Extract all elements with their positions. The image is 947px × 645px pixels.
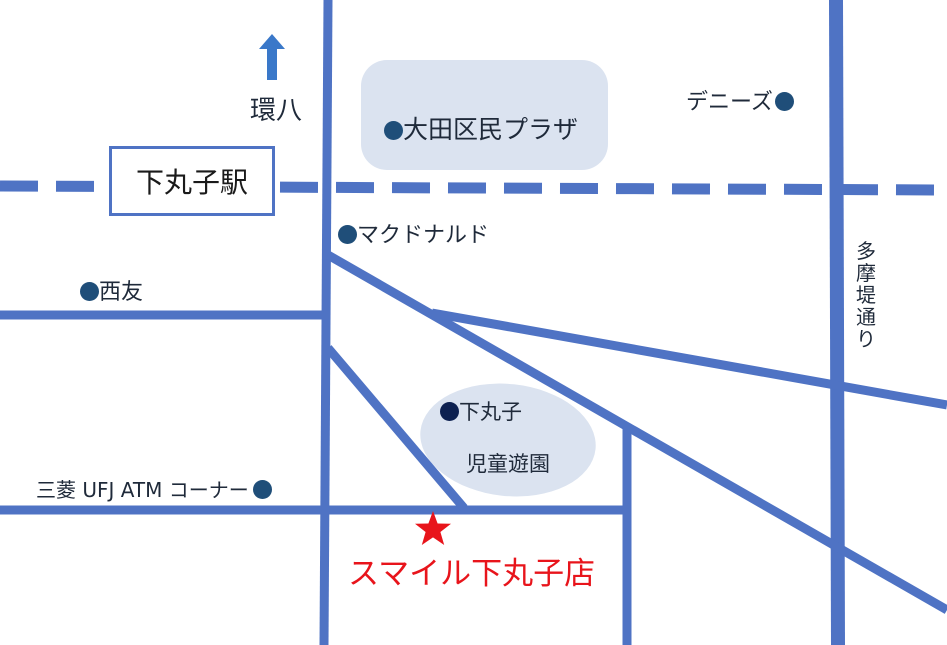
poi-dennys: デニーズ (686, 84, 794, 116)
seiyu-label: 西友 (99, 280, 144, 305)
road-kanpachi (319, 0, 333, 645)
store-label: スマイル下丸子店 (348, 556, 596, 592)
tamatsutsumi-label: 多摩堤通り (856, 239, 876, 351)
poi-park: 下丸子 (440, 396, 522, 426)
dot-icon (80, 282, 99, 301)
station-box: 下丸子駅 (109, 146, 275, 216)
mcdonalds-label: マクドナルド (357, 223, 490, 248)
railway-line (0, 180, 947, 196)
arrow-up-icon (259, 34, 285, 80)
poi-seiyu: 西友 (80, 274, 143, 306)
dot-icon (384, 121, 403, 140)
atm-label: 三菱 UFJ ATM コーナー (36, 478, 249, 502)
dot-icon (440, 402, 459, 421)
park-area (420, 383, 596, 497)
plaza-label: 大田区民プラザ (403, 115, 579, 144)
dennys-label: デニーズ (686, 90, 773, 115)
north-label: 環八 (250, 96, 303, 126)
station-label: 下丸子駅 (135, 166, 248, 199)
park-label-line2: 児童遊園 (466, 452, 550, 476)
road-tamatsutsumi (829, 0, 845, 645)
road-diagonal-long (325, 251, 947, 614)
dot-icon (252, 480, 272, 499)
road-diagonal-short (324, 345, 468, 511)
dot-icon (338, 225, 357, 244)
star-icon (415, 511, 451, 545)
road-diagonal-east (431, 308, 947, 410)
poi-plaza: 大田区民プラザ (384, 110, 578, 146)
plaza-area (361, 60, 608, 170)
poi-mcdonalds: マクドナルド (338, 217, 489, 249)
poi-atm: 三菱 UFJ ATM コーナー (36, 474, 272, 503)
park-label-line1: 下丸子 (459, 400, 522, 424)
dot-icon (774, 92, 794, 111)
